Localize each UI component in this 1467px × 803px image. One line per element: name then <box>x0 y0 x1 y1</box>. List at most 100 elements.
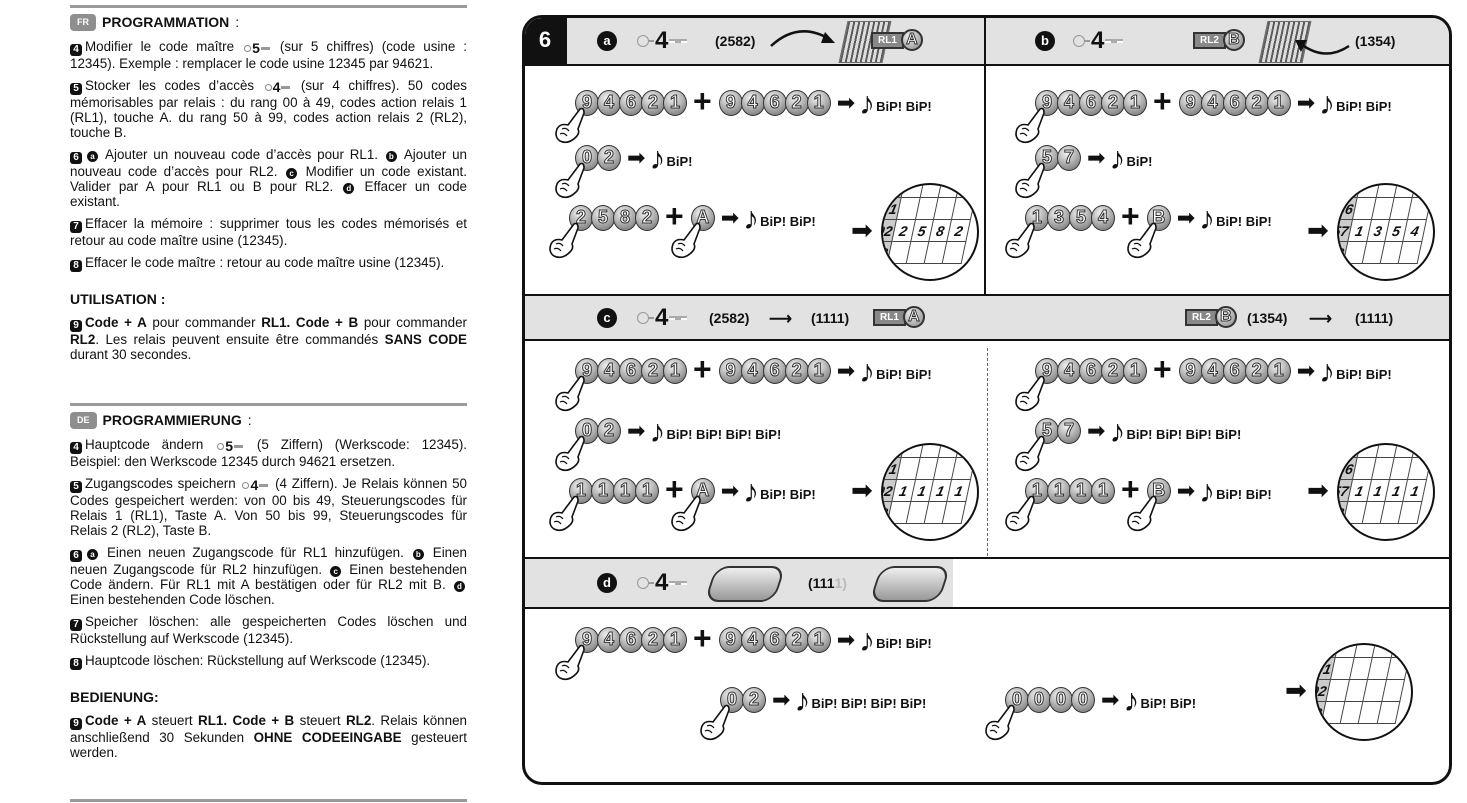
keypad-key[interactable]: 4 <box>1057 90 1081 116</box>
keypad-key[interactable]: 2 <box>784 627 809 653</box>
keypad-key[interactable]: 4 <box>597 627 621 653</box>
de-heading: PROGRAMMIERUNG <box>102 412 242 428</box>
keypad-key[interactable]: 6 <box>762 90 787 116</box>
keypad-key[interactable]: 1 <box>806 90 831 116</box>
keypad-key[interactable]: 1 <box>1123 90 1147 116</box>
pressing-hand-icon <box>984 704 1018 742</box>
keypad-key[interactable]: 2 <box>549 205 593 259</box>
keypad-key[interactable]: 0 <box>700 687 744 741</box>
keypad-key[interactable]: 0 <box>985 687 1029 741</box>
keypad-key[interactable]: 7 <box>1057 418 1081 444</box>
keypad-key[interactable]: 1 <box>1123 358 1147 384</box>
keypad-key[interactable]: A <box>670 205 715 259</box>
keypad-key[interactable]: 4 <box>597 90 621 116</box>
keypad-key[interactable]: 1 <box>613 478 637 504</box>
lang-badge-de: DE <box>70 412 97 429</box>
arrow-right-icon: ➡ <box>851 475 873 505</box>
keypad-key[interactable]: 9 <box>1178 358 1203 384</box>
keypad-key[interactable]: 5 <box>591 205 615 231</box>
keypad-key[interactable]: 9 <box>555 627 599 681</box>
keypad-key[interactable]: 2 <box>641 358 665 384</box>
step-number-badge: 6 <box>70 550 82 562</box>
keypad-key[interactable]: 1 <box>591 478 615 504</box>
keypad-key[interactable]: 2 <box>641 90 665 116</box>
keypad-key[interactable]: 9 <box>555 90 599 144</box>
keypad-key[interactable]: 6 <box>1222 90 1247 116</box>
plus-sign: + <box>1153 83 1172 119</box>
keypad-key[interactable]: 4 <box>1200 90 1225 116</box>
keypad-key[interactable]: 6 <box>1222 358 1247 384</box>
keypad-key[interactable]: 6 <box>619 627 643 653</box>
keypad-key[interactable]: 2 <box>1244 90 1269 116</box>
keypad-key[interactable]: B <box>1126 478 1171 532</box>
paragraph-text: Effacer le code maître : retour au code … <box>85 255 445 270</box>
keypad-key[interactable]: 1 <box>806 627 831 653</box>
keypad-key[interactable]: 8 <box>613 205 637 231</box>
keypad-key[interactable]: 1 <box>635 478 659 504</box>
keypad-key[interactable]: 1 <box>1047 478 1071 504</box>
keypad-key[interactable]: 2 <box>1244 358 1269 384</box>
pressing-hand-icon <box>554 435 588 473</box>
keypad-key[interactable]: 3 <box>1047 205 1071 231</box>
music-note-icon: ♪ <box>859 353 876 389</box>
keypad-key[interactable]: 5 <box>1015 145 1059 199</box>
keypad-key[interactable]: 1 <box>549 478 593 532</box>
keypad-key[interactable]: 6 <box>1079 358 1103 384</box>
step-number-badge: 6 <box>70 152 82 164</box>
keypad-key[interactable]: 2 <box>597 418 621 444</box>
keypad-key[interactable]: 0 <box>555 145 599 199</box>
beep-text: BiP! BiP! <box>876 98 932 114</box>
keypad-key[interactable]: A <box>670 478 715 532</box>
keypad-key[interactable]: 9 <box>718 358 743 384</box>
keypad-key[interactable]: 1 <box>1091 478 1115 504</box>
key-digit: 4 <box>655 304 669 331</box>
keypad-key[interactable]: 2 <box>1101 358 1125 384</box>
keypad-key[interactable]: 1 <box>1266 358 1291 384</box>
keypad-key[interactable]: 6 <box>762 627 787 653</box>
keypad-key[interactable]: 1 <box>1005 205 1049 259</box>
pressing-hand-icon <box>1014 375 1048 413</box>
keypad-key[interactable]: 4 <box>1200 358 1225 384</box>
keypad-key[interactable]: 2 <box>641 627 665 653</box>
keypad-key[interactable]: 4 <box>1091 205 1115 231</box>
key-digit: 4 <box>272 79 281 95</box>
keypad-key[interactable]: 4 <box>597 358 621 384</box>
keypad-key[interactable]: 4 <box>740 358 765 384</box>
keypad-key[interactable]: 7 <box>1057 145 1081 171</box>
keypad-key[interactable]: 5 <box>1015 418 1059 472</box>
keypad-key[interactable]: 1 <box>806 358 831 384</box>
keypad-key[interactable]: 6 <box>1079 90 1103 116</box>
keypad-key[interactable]: 9 <box>1178 90 1203 116</box>
keypad-key[interactable]: 0 <box>1071 687 1095 713</box>
keypad-key[interactable]: 2 <box>1101 90 1125 116</box>
pressing-hand-icon <box>554 107 588 145</box>
keypad-key[interactable]: 5 <box>1069 205 1093 231</box>
keypad-key[interactable]: 2 <box>784 90 809 116</box>
keypad-key[interactable]: 6 <box>619 358 643 384</box>
keypad-key[interactable]: 2 <box>784 358 809 384</box>
keypad-key[interactable]: 2 <box>635 205 659 231</box>
keypad-key[interactable]: 2 <box>742 687 766 713</box>
keypad-key[interactable]: 1 <box>1266 90 1291 116</box>
keypad-key[interactable]: 1 <box>1005 478 1049 532</box>
keypad-key[interactable]: 9 <box>1015 90 1059 144</box>
keypad-key[interactable]: 1 <box>663 90 687 116</box>
keypad-key[interactable]: 9 <box>718 627 743 653</box>
keypad-key[interactable]: 9 <box>1015 358 1059 412</box>
keypad-key[interactable]: 0 <box>1027 687 1051 713</box>
keypad-key[interactable]: 1 <box>1069 478 1093 504</box>
keypad-key[interactable]: 4 <box>740 90 765 116</box>
keypad-key[interactable]: 2 <box>597 145 621 171</box>
keypad-key[interactable]: B <box>1126 205 1171 259</box>
keypad-key[interactable]: 9 <box>555 358 599 412</box>
keypad-key[interactable]: 9 <box>718 90 743 116</box>
keypad-key[interactable]: 1 <box>663 358 687 384</box>
keypad-key[interactable]: 4 <box>1057 358 1081 384</box>
keypad-key[interactable]: 4 <box>740 627 765 653</box>
keypad-key[interactable]: 6 <box>762 358 787 384</box>
keypad-key[interactable]: 0 <box>1049 687 1073 713</box>
keypad-key[interactable]: 0 <box>555 418 599 472</box>
keypad-key[interactable]: 6 <box>619 90 643 116</box>
keypad-key[interactable]: 1 <box>663 627 687 653</box>
